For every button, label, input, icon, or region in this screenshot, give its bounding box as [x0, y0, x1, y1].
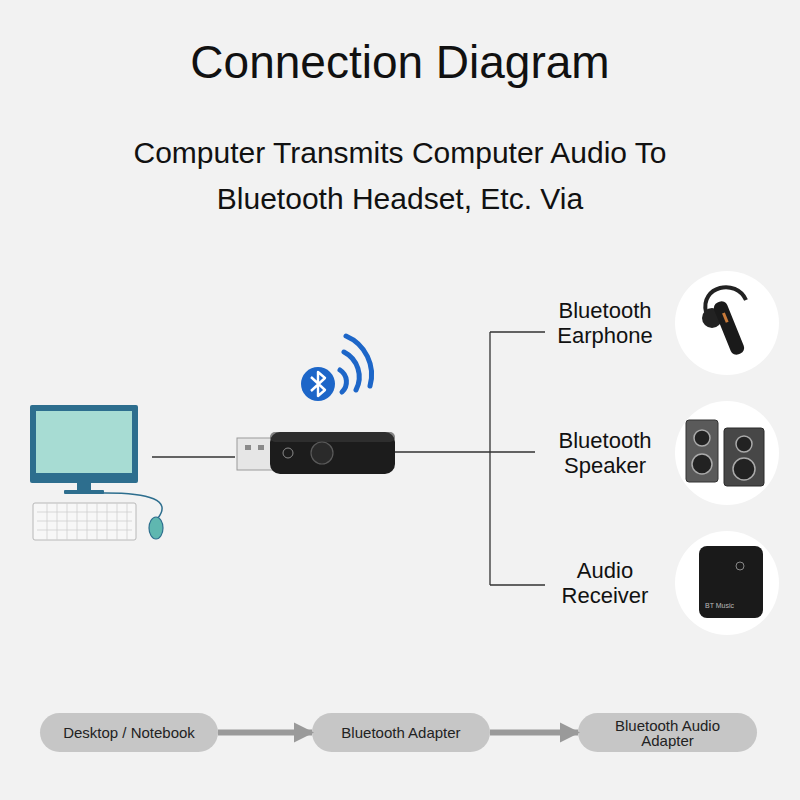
process-pill: Bluetooth Adapter — [312, 713, 490, 752]
bluetooth-icon — [340, 370, 346, 392]
usb-adapter — [311, 442, 333, 464]
computer-illustration — [33, 503, 136, 540]
device-circle: Bluetooth Earphone — [675, 271, 779, 375]
bluetooth-icon — [346, 336, 372, 386]
device-circle: Audio Receiver — [675, 531, 779, 635]
computer-illustration — [149, 517, 163, 539]
usb-adapter — [270, 432, 395, 474]
computer-illustration — [37, 503, 132, 540]
device-label: BT Music — [705, 602, 734, 610]
computer-illustration — [36, 411, 132, 473]
device-circle: Bluetooth Speaker — [675, 401, 779, 505]
usb-adapter — [245, 445, 251, 450]
subtitle-text: Computer Transmits Computer Audio To Blu… — [70, 130, 730, 222]
computer-illustration — [30, 405, 163, 540]
node-label: Bluetooth Adapter — [341, 725, 460, 740]
process-pill: Desktop / Notebook — [40, 713, 218, 752]
flow-arrow — [218, 730, 312, 736]
computer-illustration — [64, 490, 104, 494]
bluetooth-icon — [301, 367, 335, 401]
wire — [152, 456, 235, 457]
usb-adapter — [237, 438, 273, 470]
computer-illustration — [30, 405, 138, 483]
bluetooth-icon — [344, 352, 359, 390]
node-label: Bluetooth Earphone — [542, 298, 668, 348]
usb-adapter — [258, 445, 264, 450]
bluetooth-icon — [311, 372, 325, 396]
usb-adapter — [283, 448, 293, 458]
wire — [395, 332, 545, 585]
node-label: Audio Receiver — [542, 558, 668, 608]
node-label: Bluetooth Audio Adapter — [600, 718, 735, 748]
diagram-title: Connection Diagram — [0, 34, 800, 90]
node-label: Desktop / Notebook — [63, 725, 195, 740]
flow-arrow — [490, 730, 578, 736]
computer-illustration — [77, 483, 91, 491]
node-label: Bluetooth Speaker — [542, 428, 668, 478]
bluetooth-icon — [301, 336, 372, 401]
computer-illustration — [100, 493, 162, 518]
wire — [152, 332, 545, 585]
usb-adapter — [270, 432, 395, 442]
process-pill: Bluetooth Audio Adapter — [578, 713, 757, 752]
usb-adapter — [237, 432, 395, 474]
